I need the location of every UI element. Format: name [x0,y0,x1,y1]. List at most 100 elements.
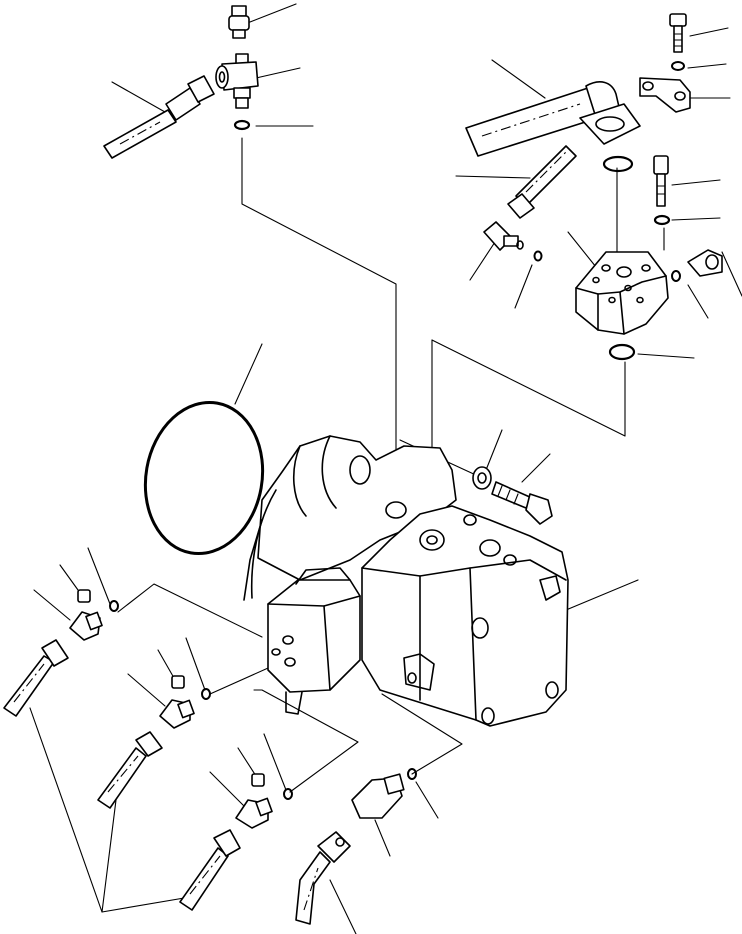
leader-line [687,63,727,69]
hose-left-1 [3,639,69,717]
leader-line [671,179,721,186]
hose-nut [135,731,163,757]
leader-line [157,649,175,679]
leader-line [101,895,197,913]
tee-port [215,65,229,89]
o-ring [533,250,543,262]
split-flange-set [639,13,691,113]
hose-body [295,851,331,925]
leader-line [689,27,729,37]
left-pump-body [267,579,361,693]
fitting-set-1 [69,589,119,641]
leader-line [263,733,287,791]
leader-line [33,589,71,621]
fitting-nut [231,5,247,17]
right-bolt-set [653,155,723,282]
leader-line [637,353,695,359]
bolt-shank [656,173,666,207]
fitting-set-3 [235,773,293,829]
fitting-stem [232,29,246,39]
hose-nut [507,193,535,219]
pump-assembly [243,435,569,727]
hose-nut [213,829,241,857]
o-ring [109,600,119,612]
hose-body [179,847,229,911]
leader-line [485,429,503,471]
leader-line [127,673,166,707]
hose-top-left [103,75,215,159]
tee-nut [233,87,251,99]
tee-fitting-top [215,5,259,131]
washer [472,466,492,490]
hose-left-2 [97,731,163,809]
hose-body [103,109,177,159]
leader-line [721,251,742,297]
o-ring [233,119,251,131]
plug [171,675,185,689]
leader-line [521,453,551,483]
leader-line [249,3,297,23]
hose-end [165,87,201,121]
leader-line [491,59,546,99]
manifold-body [575,251,669,335]
leader-line [111,81,166,113]
port-block [403,653,435,691]
leader-line [514,264,533,309]
leader-lines [29,3,742,934]
washer [653,214,671,226]
bolt-head [653,155,669,175]
assembly-line [253,689,359,793]
leader-line [185,637,206,691]
o-ring [201,688,211,700]
leader-line [255,67,301,79]
fitting-set-2 [159,675,211,729]
leader-line [234,343,263,405]
mounting-bolt-set [472,466,553,525]
control-valve-body [361,505,569,727]
assembly-line [241,137,397,509]
assembly-line [381,693,463,775]
fitting [687,249,723,277]
hose-nut [187,75,215,103]
assembly-line [431,339,626,437]
leader-line [687,284,709,319]
hose-left-3 [179,829,241,911]
split-flange-half [639,77,691,113]
bolt-head [525,493,553,525]
leader-line [374,819,391,857]
leader-line [237,747,257,777]
washer [671,61,685,71]
o-ring [671,270,681,282]
leader-line [29,707,119,913]
rear-housing [257,435,457,581]
o-ring [407,768,417,780]
fitting-hex [228,15,250,31]
bolt-head [669,13,687,27]
hose-bottom [295,768,417,925]
o-ring [283,788,293,800]
leader-line [59,564,79,591]
tube-flange [579,103,641,145]
leader-line [329,879,357,934]
o-ring [602,155,634,173]
hose-nut [41,639,69,667]
leader-line [671,217,721,221]
hose-body [97,747,147,809]
leader-line [455,175,531,179]
leader-line [415,781,439,819]
leader-line [87,547,111,605]
hose-nut [317,831,351,863]
bolt-shank [673,25,683,53]
leader-line [209,771,245,807]
assembly-line [117,583,263,638]
leader-line [565,579,639,611]
hose-body [3,655,55,717]
tube-body [465,87,599,157]
manifold-block [575,251,669,361]
leader-line [469,241,496,281]
elbow-flange-tube [465,81,641,173]
plug [251,773,265,787]
o-ring [608,343,636,361]
